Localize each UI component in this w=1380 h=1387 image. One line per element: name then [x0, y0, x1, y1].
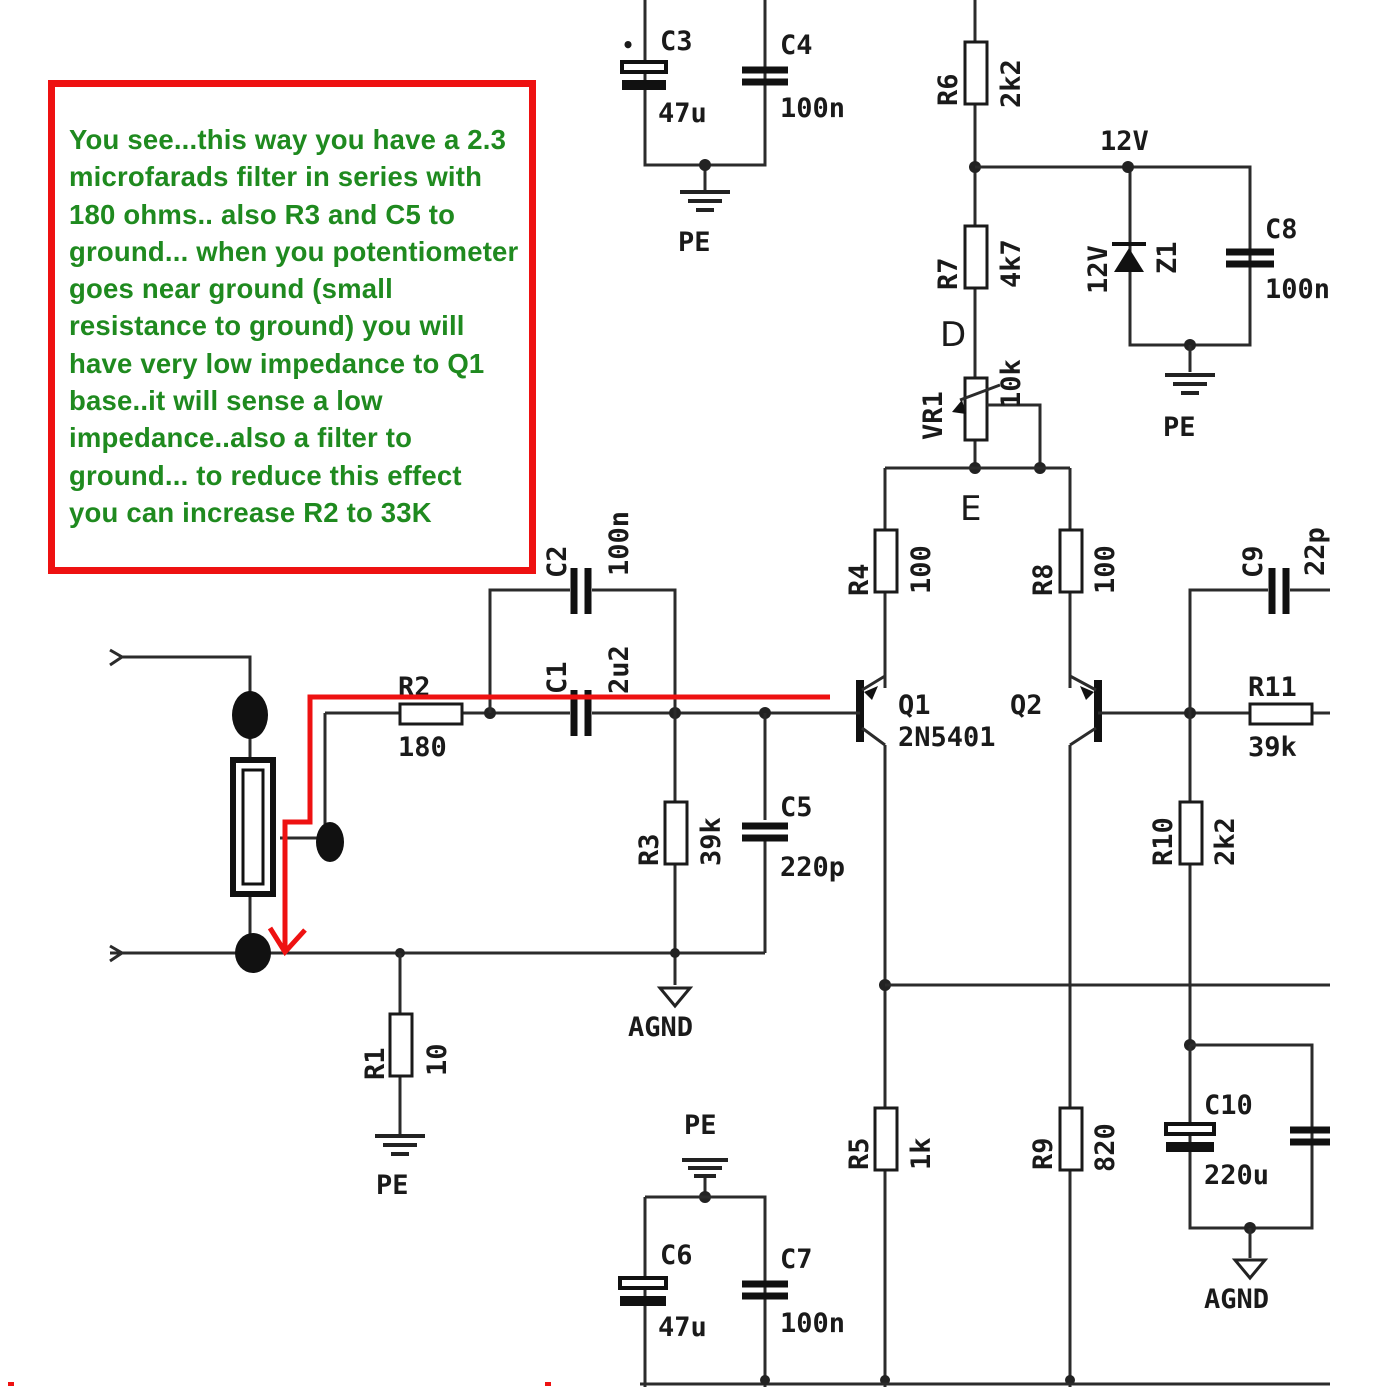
c6-c7-decoupling	[618, 1158, 1330, 1387]
r11-label: R11	[1248, 672, 1297, 703]
signal-path-highlight	[8, 694, 830, 1386]
feedback-network	[1098, 568, 1330, 1281]
r10-label: R10	[1148, 817, 1179, 866]
r5-label: R5	[844, 1137, 875, 1170]
r6-label: R6	[933, 73, 964, 106]
c4-value: 100n	[780, 93, 845, 124]
c10-label: C10	[1204, 1090, 1253, 1121]
r7-value: 4k7	[996, 239, 1027, 288]
c6-value: 47u	[658, 1312, 707, 1343]
c6-label: C6	[660, 1240, 693, 1271]
r2-value: 180	[398, 732, 447, 763]
c7-label: C7	[780, 1244, 813, 1275]
c3-label: C3	[660, 26, 693, 57]
pe-label-bottom-left: PE	[376, 1170, 409, 1201]
agnd-label-left: AGND	[628, 1012, 693, 1043]
node-d-label: D	[940, 315, 966, 355]
annotation-text: You see...this way you have a 2.3 microf…	[69, 124, 519, 528]
r4-label: R4	[844, 563, 875, 596]
differential-pair	[856, 468, 1330, 1387]
q2-label: Q2	[1010, 690, 1043, 721]
r7-label: R7	[933, 257, 964, 290]
vr1-value: 10k	[996, 359, 1027, 408]
z1-value: 12V	[1083, 245, 1114, 294]
c5-label: C5	[780, 792, 813, 823]
r8-label: R8	[1028, 563, 1059, 596]
c9-label: C9	[1238, 545, 1269, 578]
c10-value: 220u	[1204, 1160, 1269, 1191]
r3-value: 39k	[696, 817, 727, 866]
q1-part: 2N5401	[898, 722, 996, 753]
r11-value: 39k	[1248, 732, 1297, 763]
agnd-label-right: AGND	[1204, 1284, 1269, 1315]
annotation-box: You see...this way you have a 2.3 microf…	[48, 80, 536, 574]
r8-value: 100	[1090, 545, 1121, 594]
c9-value: 22p	[1300, 527, 1331, 576]
r9-value: 820	[1090, 1123, 1121, 1172]
c5-value: 220p	[780, 852, 845, 883]
c4-label: C4	[780, 30, 813, 61]
r9-label: R9	[1028, 1137, 1059, 1170]
pe-label-top: PE	[678, 227, 711, 258]
c2-label: C2	[542, 545, 573, 578]
c8-value: 100n	[1265, 274, 1330, 305]
c2-value: 100n	[604, 511, 635, 576]
input-jack-and-pot	[109, 648, 344, 973]
r3-label: R3	[634, 833, 665, 866]
r10-value: 2k2	[1210, 817, 1241, 866]
q1-label: Q1	[898, 690, 931, 721]
c3-c4-decoupling: •	[620, 0, 788, 212]
supply-12v-label: 12V	[1100, 126, 1149, 157]
r1-label: R1	[360, 1047, 391, 1080]
vr1-label: VR1	[918, 391, 949, 440]
c8-label: C8	[1265, 214, 1298, 245]
r1-value: 10	[422, 1043, 453, 1076]
r5-value: 1k	[906, 1137, 937, 1170]
z1-label: Z1	[1152, 241, 1183, 274]
svg-text:•: •	[622, 33, 634, 57]
c1-value: 2u2	[604, 645, 635, 694]
pe-label-right: PE	[1163, 412, 1196, 443]
c7-value: 100n	[780, 1308, 845, 1339]
bias-chain	[885, 0, 1274, 474]
c1-label: C1	[542, 661, 573, 694]
r6-value: 2k2	[996, 59, 1027, 108]
pe-label-bottom: PE	[684, 1110, 717, 1141]
node-e-label: E	[960, 489, 981, 529]
r4-value: 100	[906, 545, 937, 594]
c3-value: 47u	[658, 98, 707, 129]
